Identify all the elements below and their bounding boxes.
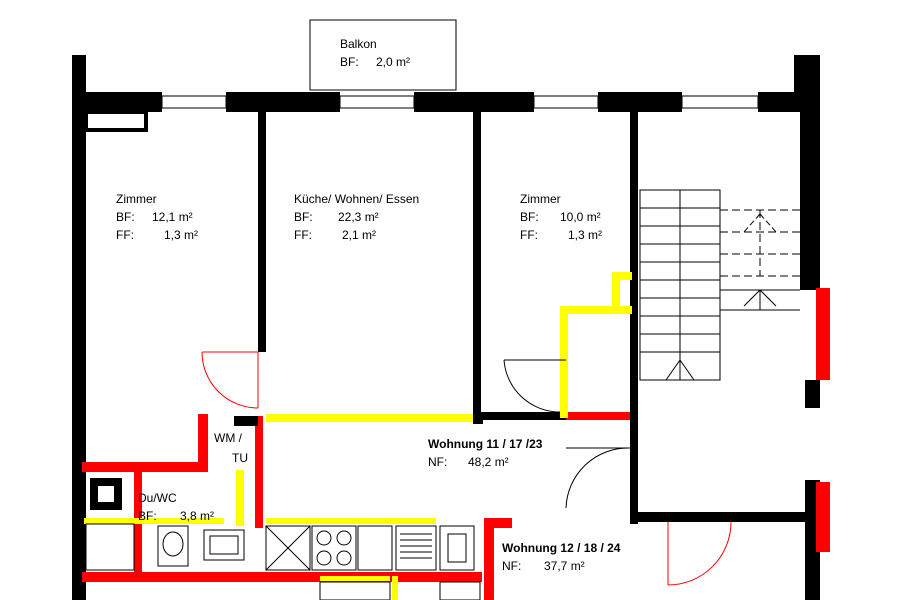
- new-wall: [320, 576, 390, 581]
- area-value: 10,0 m²: [560, 210, 601, 224]
- area-value: 2,1 m²: [342, 228, 376, 242]
- area-label: BF:: [294, 210, 313, 224]
- area-label: BF:: [340, 55, 359, 69]
- area-label: FF:: [520, 228, 538, 242]
- shaft-opening: [98, 486, 114, 502]
- exterior-wall-right: [805, 380, 820, 408]
- area-label: NF:: [428, 455, 447, 469]
- room-name: Zimmer: [520, 192, 561, 206]
- shelf: [84, 110, 148, 132]
- area-label: NF:: [502, 559, 521, 573]
- door-swing: [201, 351, 732, 586]
- area-label: FF:: [116, 228, 134, 242]
- balcony-outline: [309, 19, 457, 91]
- wall-block: [234, 416, 258, 426]
- wall-block: [473, 414, 483, 424]
- partition-wall: [258, 112, 805, 524]
- area-value: 37,7 m²: [544, 559, 585, 573]
- new-wall: [392, 576, 398, 600]
- new-wall: [84, 272, 632, 526]
- area-value: 1,3 m²: [164, 228, 198, 242]
- bathroom-fixtures: [85, 523, 245, 571]
- kitchen-fixtures: [265, 525, 481, 600]
- area-value: 22,3 m²: [338, 210, 379, 224]
- window: [161, 95, 759, 109]
- area-value: 2,0 m²: [376, 55, 410, 69]
- room-name: Du/WC: [138, 491, 177, 505]
- pillar: [794, 55, 820, 112]
- area-label: BF:: [520, 210, 539, 224]
- room-name: Küche/ Wohnen/ Essen: [294, 192, 419, 206]
- room-name: Balkon: [340, 37, 377, 51]
- door-swing: [503, 359, 631, 509]
- area-value: 1,3 m²: [568, 228, 602, 242]
- unit-title: Wohnung 12 / 18 / 24: [502, 541, 621, 555]
- area-value: 48,2 m²: [468, 455, 509, 469]
- area-label: FF:: [294, 228, 312, 242]
- staircase: [639, 189, 800, 381]
- area-label: BF:: [116, 210, 135, 224]
- unit-title: Wohnung 11 / 17 /23: [428, 437, 543, 451]
- room-name: WM /: [214, 431, 243, 445]
- room-name: TU: [232, 451, 248, 465]
- area-value: 3,8 m²: [180, 509, 214, 523]
- exterior-wall-left: [72, 55, 86, 600]
- exterior-wall-right: [800, 112, 820, 290]
- area-value: 12,1 m²: [152, 210, 193, 224]
- area-label: BF:: [138, 509, 157, 523]
- room-name: Zimmer: [116, 192, 157, 206]
